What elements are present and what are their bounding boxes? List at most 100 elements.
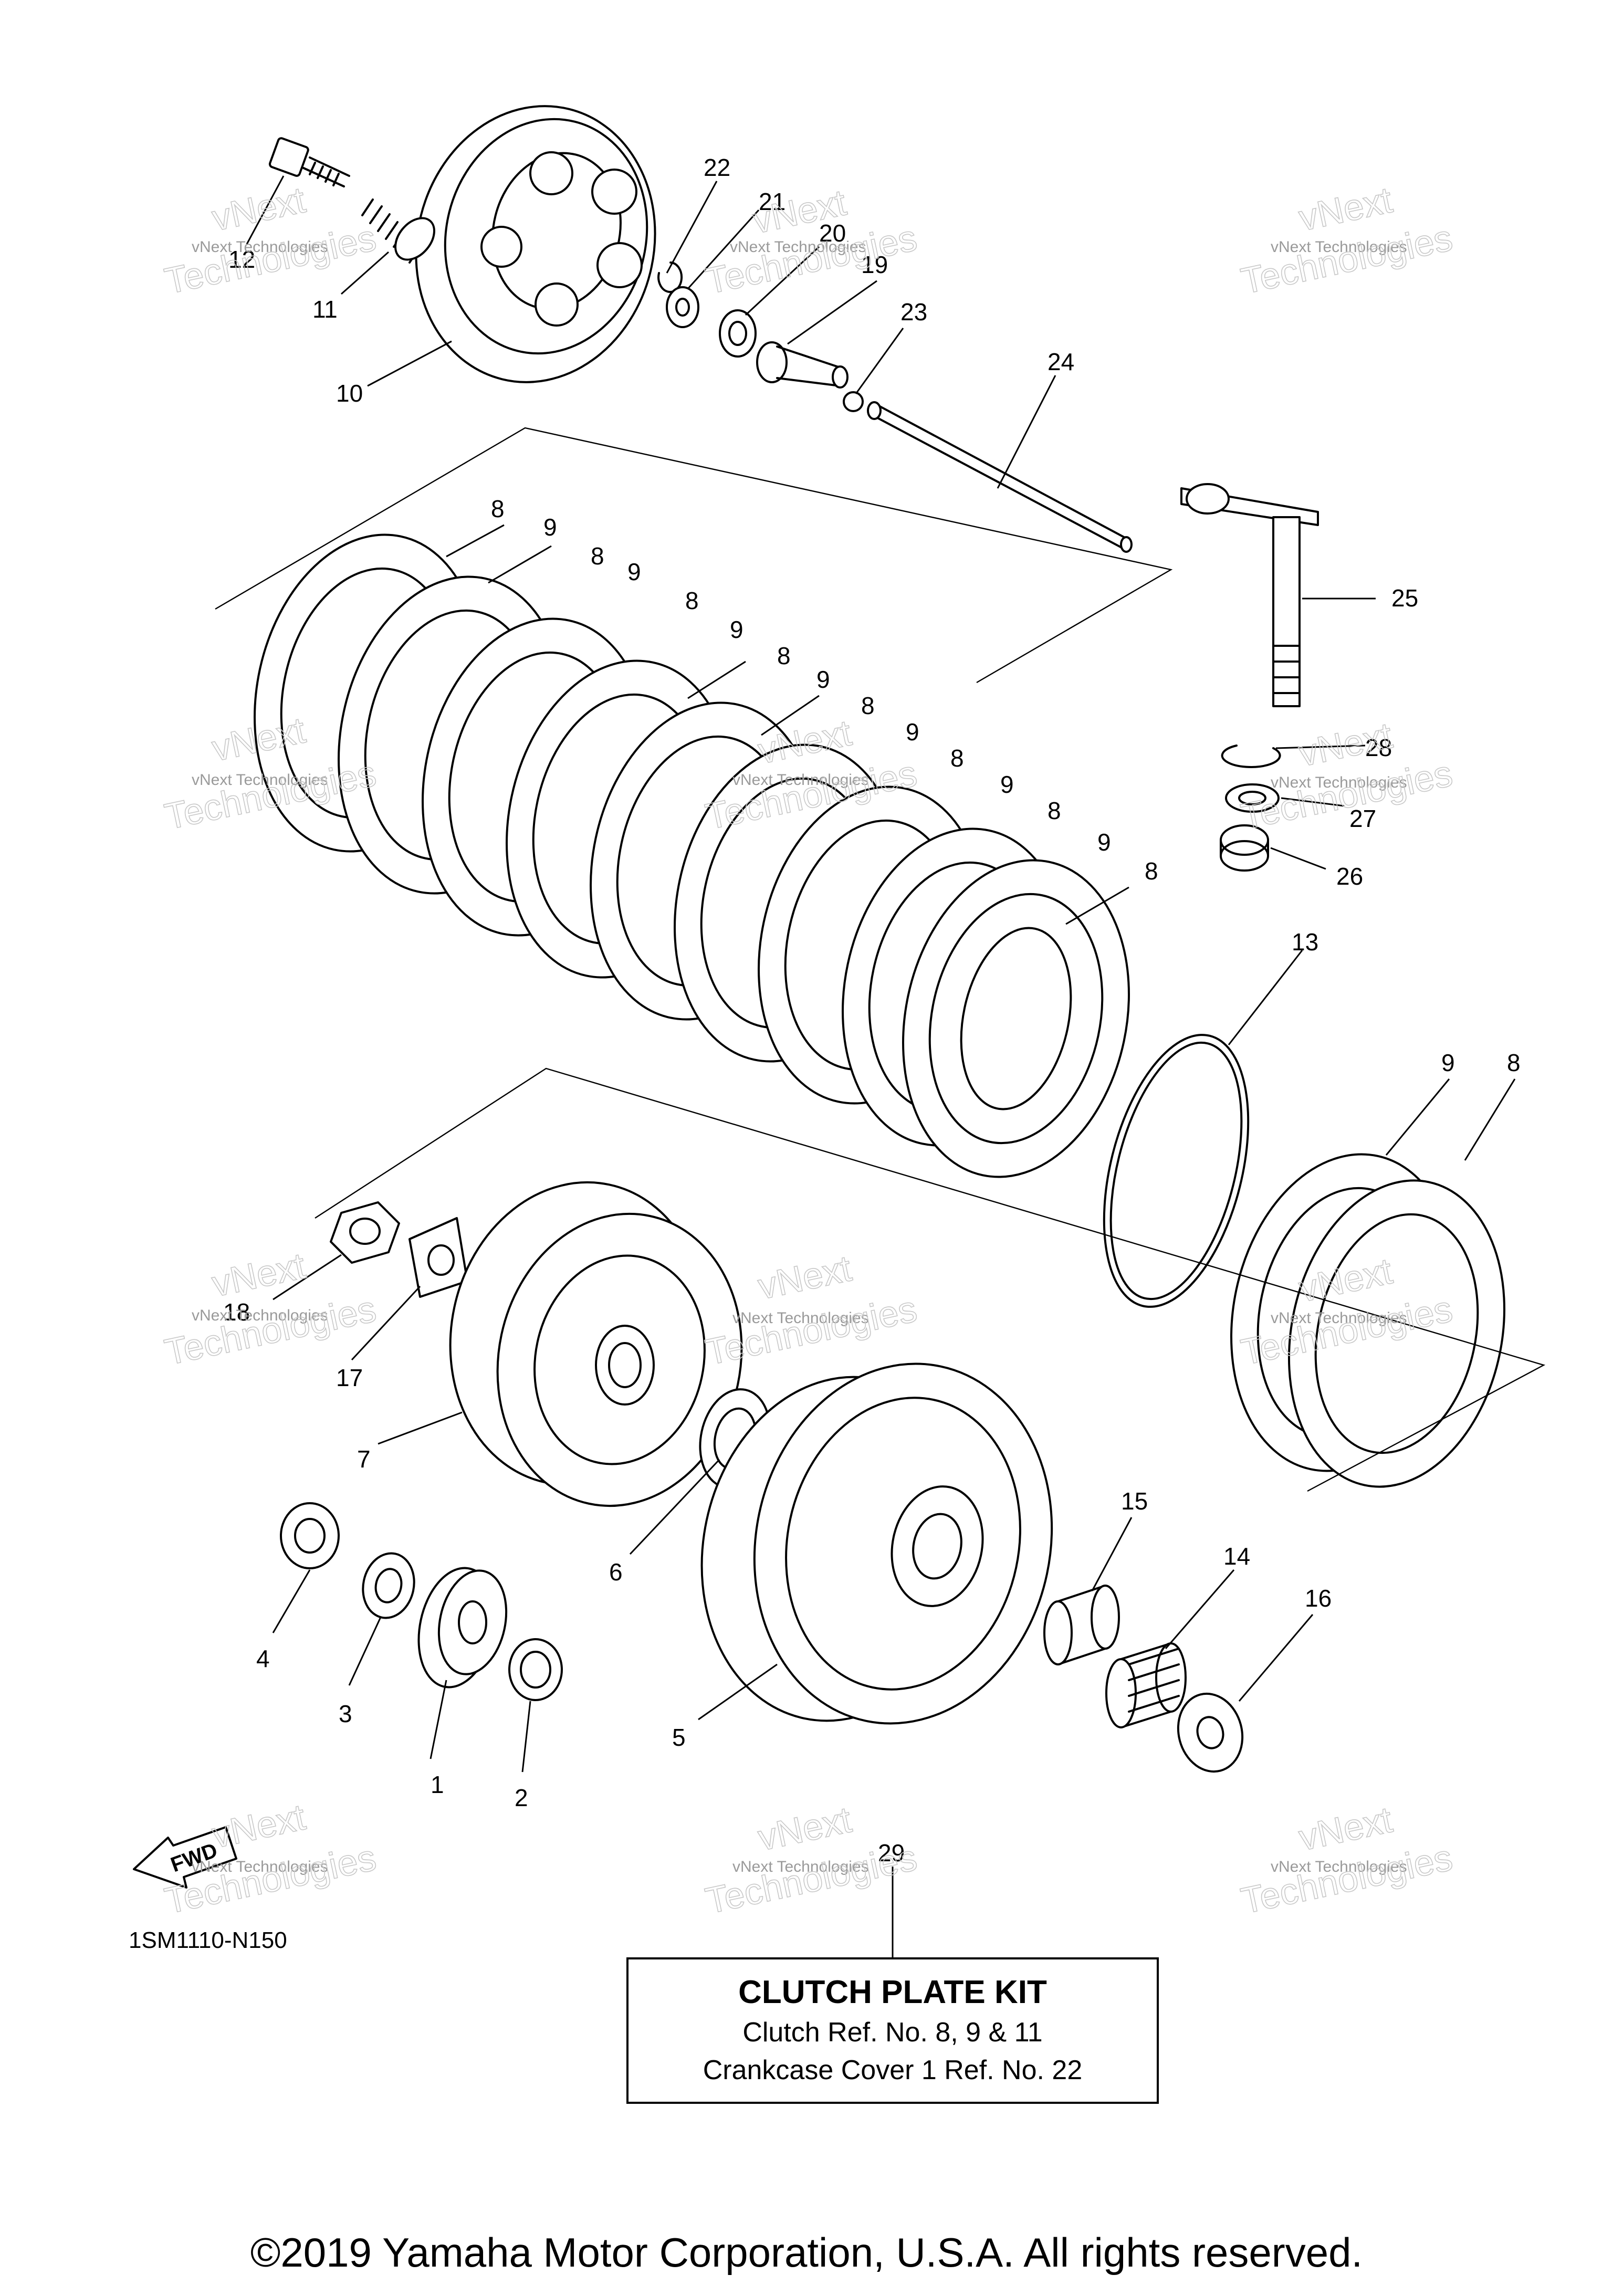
push-lever-shaft-25	[1180, 483, 1319, 707]
callout-22: 22	[704, 154, 730, 181]
svg-text:vNext: vNext	[755, 1247, 855, 1307]
callout-9b: 9	[627, 558, 641, 585]
kit-line-2: Crankcase Cover 1 Ref. No. 22	[703, 2055, 1083, 2085]
callout-9d: 9	[816, 666, 830, 693]
callout-8h: 8	[1145, 857, 1158, 885]
callout-18: 18	[223, 1298, 250, 1326]
ball-23	[843, 391, 864, 412]
callout-9h: 9	[1441, 1049, 1455, 1076]
bolt-12	[268, 137, 350, 187]
washer-3	[362, 1552, 415, 1619]
callout-10: 10	[336, 380, 363, 407]
callout-8c: 8	[685, 587, 699, 614]
lock-washer-17	[409, 1217, 468, 1298]
washer-21	[666, 286, 699, 328]
watermark-bottom-left: vNext vNext Technologies Technologies	[161, 1796, 380, 1922]
svg-text:vNext: vNext	[208, 179, 309, 238]
svg-text:vNext Technologies: vNext Technologies	[1271, 1309, 1407, 1327]
nut-18	[330, 1201, 400, 1264]
svg-text:vNext: vNext	[1295, 179, 1396, 238]
leader-lines	[246, 175, 1516, 1958]
collar-4	[280, 1502, 340, 1569]
push-rod-24	[867, 401, 1133, 553]
svg-text:vNext: vNext	[208, 1245, 309, 1304]
callout-9g: 9	[1097, 829, 1111, 856]
callout-9c: 9	[730, 616, 743, 643]
clutch-plate-8-single	[1287, 1179, 1506, 1488]
primary-driven-gear-5	[700, 1362, 1053, 1725]
callout-3: 3	[339, 1700, 352, 1727]
callout-21: 21	[759, 188, 785, 215]
svg-text:vNext Technologies: vNext Technologies	[192, 1307, 328, 1324]
svg-text:Technologies: Technologies	[1238, 1837, 1456, 1921]
push-rod-19	[756, 341, 849, 389]
watermark-top-center: vNext vNext Technologies Technologies	[701, 181, 921, 302]
callout-9f: 9	[1000, 771, 1014, 798]
callout-25: 25	[1391, 584, 1418, 612]
callout-17: 17	[336, 1364, 363, 1391]
callout-9a: 9	[543, 513, 557, 541]
pressure-plate-10	[415, 105, 656, 383]
watermark-bottom-right: vNext vNext Technologies Technologies	[1237, 1798, 1457, 1922]
needle-bearing-14	[1105, 1642, 1187, 1728]
friction-plate-stack	[215, 427, 1173, 1178]
svg-text:vNext Technologies: vNext Technologies	[192, 238, 328, 256]
callout-4: 4	[256, 1645, 270, 1672]
callout-28: 28	[1365, 734, 1392, 761]
callout-6: 6	[609, 1558, 623, 1586]
callout-8e: 8	[861, 692, 875, 719]
svg-text:Technologies: Technologies	[702, 1837, 920, 1921]
svg-text:vNext: vNext	[1295, 1799, 1396, 1858]
watermark-top-right: vNext vNext Technologies Technologies	[1237, 179, 1457, 302]
diagram-code: 1SM1110-N150	[129, 1927, 287, 1953]
watermark-top-left: vNext vNext Technologies Technologies	[161, 179, 380, 302]
clutch-boss-7	[449, 1181, 743, 1507]
clutch-spring-11	[361, 198, 435, 264]
thrust-washer-16	[1177, 1692, 1244, 1773]
bearing-26	[1220, 824, 1269, 872]
callout-8b: 8	[591, 542, 604, 570]
svg-text:vNext Technologies: vNext Technologies	[732, 771, 869, 789]
watermark-low-center: vNext vNext Technologies Technologies	[701, 1247, 921, 1373]
collar-2	[508, 1638, 563, 1701]
callout-9e: 9	[906, 718, 919, 746]
lower-group-bracket	[315, 1067, 1546, 1492]
callout-23: 23	[900, 298, 927, 326]
callout-26: 26	[1336, 863, 1363, 890]
svg-text:vNext Technologies: vNext Technologies	[732, 1309, 869, 1327]
svg-text:vNext: vNext	[208, 1796, 309, 1855]
callout-12: 12	[228, 246, 255, 273]
callout-numbers: 1 2 3 4 5 6 7 8 8 8 8 8 8 8 8 8 9 9 9 9 …	[223, 154, 1521, 1867]
watermark-low-left: vNext vNext Technologies Technologies	[161, 1244, 380, 1373]
svg-text:Technologies: Technologies	[1238, 752, 1456, 837]
callout-7: 7	[357, 1445, 371, 1473]
gear-1	[417, 1567, 508, 1689]
svg-text:vNext Technologies: vNext Technologies	[1271, 238, 1407, 256]
callout-8g: 8	[1048, 797, 1061, 824]
circlip-28	[1221, 745, 1281, 769]
callout-15: 15	[1121, 1487, 1148, 1515]
svg-text:vNext Technologies: vNext Technologies	[192, 771, 328, 789]
clutch-plate-kit-box: CLUTCH PLATE KIT Clutch Ref. No. 8, 9 & …	[626, 1957, 1159, 2104]
svg-text:vNext Technologies: vNext Technologies	[1271, 774, 1407, 791]
callout-16: 16	[1305, 1585, 1332, 1612]
callout-2: 2	[515, 1784, 528, 1811]
bearing-20	[719, 309, 757, 358]
o-ring-13	[1103, 1034, 1250, 1308]
watermark-bottom-center: vNext vNext Technologies Technologies	[701, 1798, 921, 1922]
callout-11: 11	[312, 296, 338, 323]
svg-text:Technologies: Technologies	[161, 1288, 380, 1372]
svg-text:vNext Technologies: vNext Technologies	[192, 1858, 328, 1875]
callout-24: 24	[1048, 348, 1074, 375]
svg-text:vNext: vNext	[1295, 715, 1396, 774]
svg-text:vNext Technologies: vNext Technologies	[732, 1858, 869, 1875]
callout-27: 27	[1349, 805, 1376, 832]
kit-line-1: Clutch Ref. No. 8, 9 & 11	[742, 2017, 1042, 2048]
callout-8i: 8	[1507, 1049, 1521, 1076]
callout-14: 14	[1223, 1543, 1250, 1570]
svg-text:Technologies: Technologies	[1238, 217, 1456, 301]
callout-20: 20	[819, 219, 846, 247]
kit-title: CLUTCH PLATE KIT	[738, 1974, 1047, 2010]
callout-8a: 8	[491, 495, 505, 522]
